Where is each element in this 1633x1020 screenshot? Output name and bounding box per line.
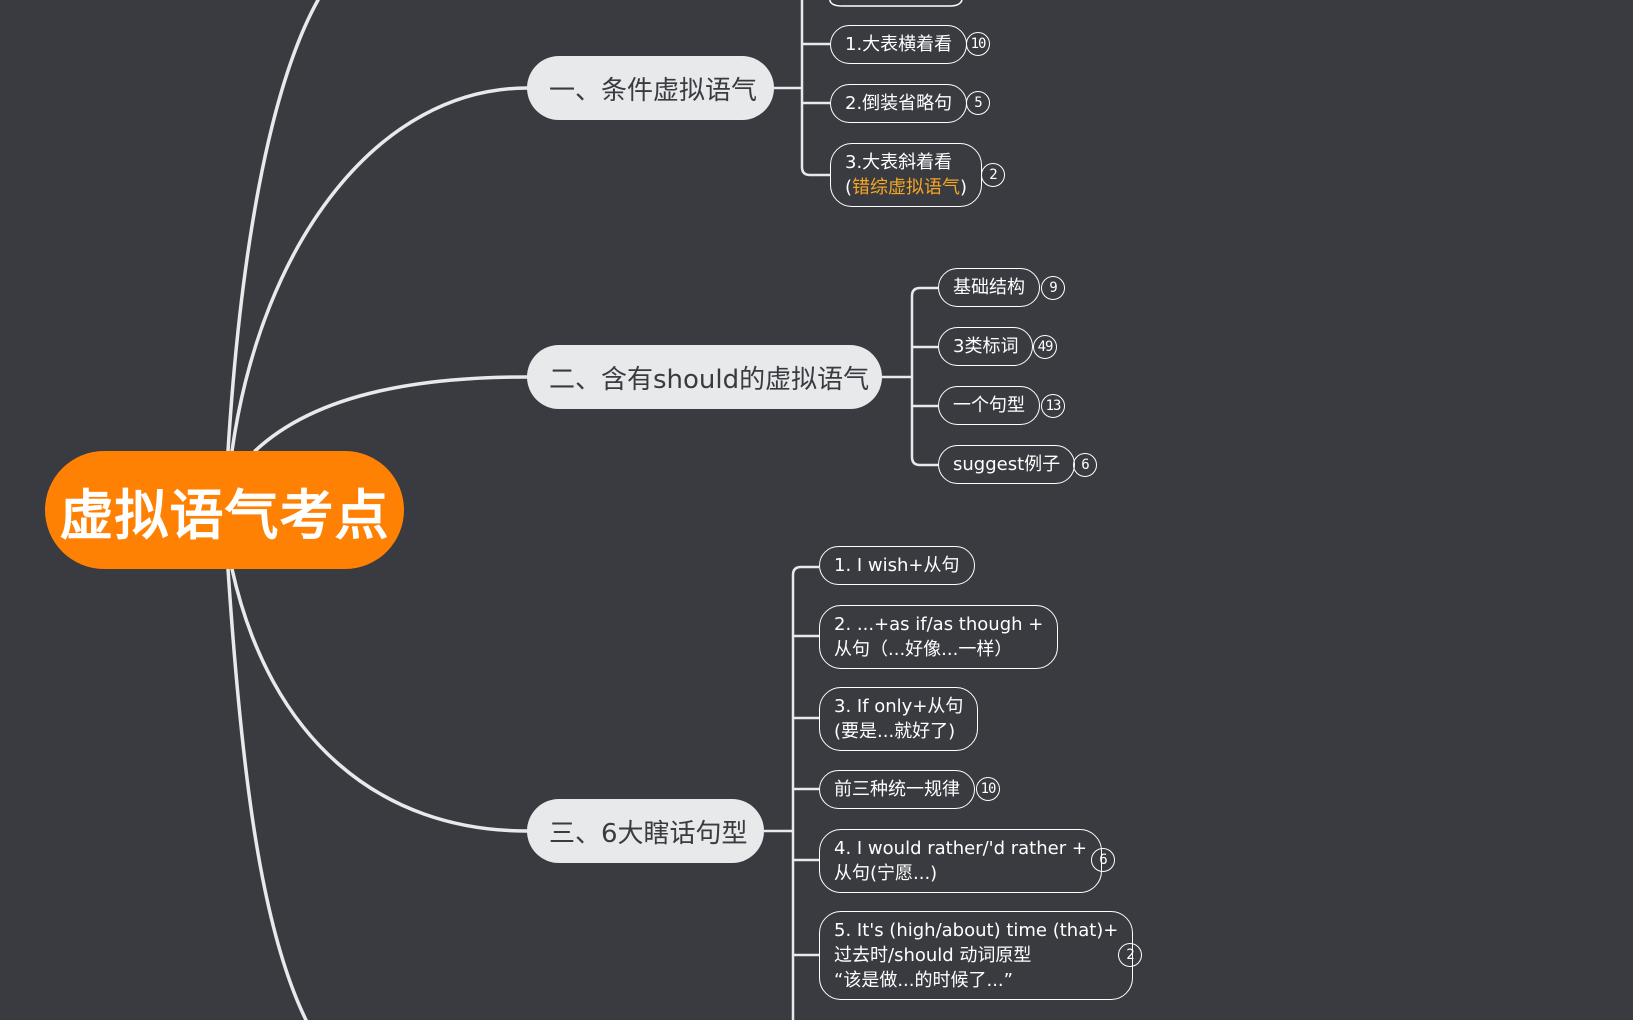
connector-branch-1 <box>230 86 529 453</box>
leaf-three-markers[interactable]: 3类标词 <box>938 327 1034 366</box>
leaf-basic-structure[interactable]: 基础结构 <box>938 268 1040 307</box>
leaf-suggest-examples[interactable]: suggest例子 <box>938 445 1076 484</box>
connector-branch-2 <box>253 375 529 453</box>
leaf-if-only[interactable]: 3. If only+从句 (要是...就好了) <box>819 687 979 751</box>
leaf-i-wish[interactable]: 1. I wish+从句 <box>819 546 975 585</box>
leaf-would-rather[interactable]: 4. I would rather/'d rather + 从句(宁愿...) <box>819 829 1102 893</box>
count-badge: 9 <box>1041 276 1065 300</box>
leaf-table-diagonal[interactable]: 3.大表斜着看 (错综虚拟语气) <box>830 143 983 207</box>
connector-root-bottom <box>226 567 308 1020</box>
count-badge: 2 <box>981 163 1005 187</box>
leaf-inversion-omission[interactable]: 2.倒装省略句 <box>830 84 968 123</box>
connector-branch-3 <box>230 567 529 833</box>
count-badge: 49 <box>1033 335 1057 359</box>
root-node[interactable]: 虚拟语气考点 <box>45 451 404 569</box>
count-badge: 5 <box>966 91 990 115</box>
leaf-as-if[interactable]: 2. ...+as if/as though + 从句（...好像...一样） <box>819 605 1059 669</box>
bracket-branch-2 <box>881 286 938 467</box>
leaf-one-pattern[interactable]: 一个句型 <box>938 386 1040 425</box>
connector-root-top <box>226 0 320 453</box>
leaf-its-time[interactable]: 5. It's (high/about) time (that)+ 过去时/sh… <box>819 911 1134 1000</box>
count-badge: 2 <box>1118 943 1142 967</box>
leaf-table-horizontal[interactable]: 1.大表横着看 <box>830 25 968 64</box>
branch-conditional-subjunctive[interactable]: 一、条件虚拟语气 <box>527 56 774 120</box>
count-badge: 10 <box>966 32 990 56</box>
bracket-branch-1 <box>773 0 830 177</box>
count-badge: 10 <box>976 777 1000 801</box>
clipped-node-top <box>829 0 963 7</box>
leaf-common-rule[interactable]: 前三种统一规律 <box>819 770 975 809</box>
branch-should-subjunctive[interactable]: 二、含有should的虚拟语气 <box>527 345 882 409</box>
branch-six-unreal-patterns[interactable]: 三、6大瞎话句型 <box>527 799 764 863</box>
count-badge: 6 <box>1073 453 1097 477</box>
count-badge: 6 <box>1091 848 1115 872</box>
bracket-branch-3 <box>764 565 819 1020</box>
count-badge: 13 <box>1041 394 1065 418</box>
